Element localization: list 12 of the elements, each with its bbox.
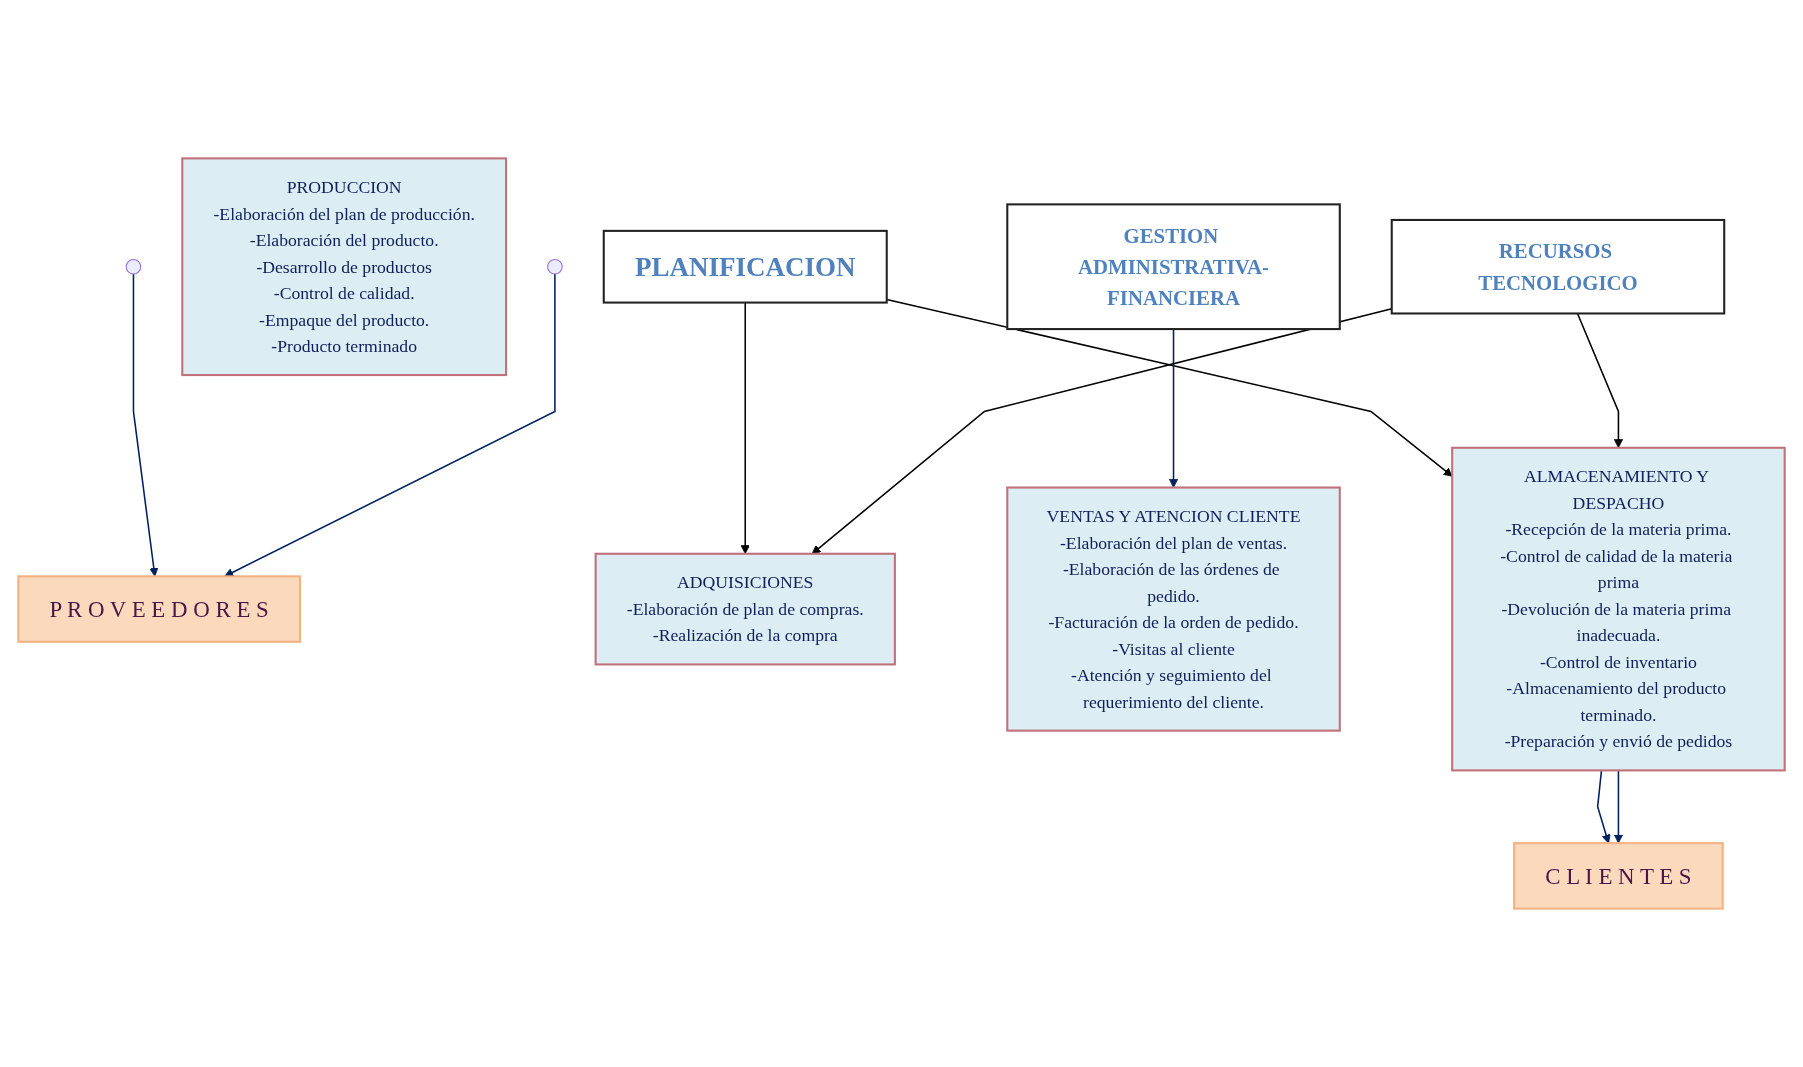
node-box: ADQUISICIONES -Elaboración de plan de compras. -Realización de la compra bbox=[594, 552, 896, 666]
arrow bbox=[132, 273, 159, 577]
node-box: PRODUCCION -Elaboración del plan de producción. -Elaboración del producto. -Desarrollo de productos -Control de calidad. -Empaque del producto. -Producto terminado bbox=[181, 157, 508, 377]
node-box: RECURSOS TECNOLOGICO bbox=[1390, 218, 1726, 315]
node-box: ALMACENAMIENTO Y DESPACHO -Recepción de la materia prima. -Control de calidad de la materia prima -Devolución de la materia prima inadecuada. -Control de inventario -Almacenamiento del producto terminado. -Preparación y envió de pedidos bbox=[1451, 446, 1786, 772]
node-box: VENTAS Y ATENCION CLIENTE -Elaboración del plan de ventas. -Elaboración de las órdenes de pedido. -Facturación de la orden de pedido. -Visitas al cliente -Atención y seguimiento del requerimiento del cliente. bbox=[1006, 486, 1341, 732]
node-box: P R O V E E D O R E S bbox=[17, 575, 302, 643]
node-box: GESTION ADMINISTRATIVA-FINANCIERA bbox=[1006, 203, 1341, 331]
node-box: PLANIFICACION bbox=[602, 229, 888, 304]
arrow bbox=[885, 298, 1453, 477]
node-box: C L I E N T E S bbox=[1513, 842, 1724, 910]
arrow bbox=[224, 273, 556, 577]
